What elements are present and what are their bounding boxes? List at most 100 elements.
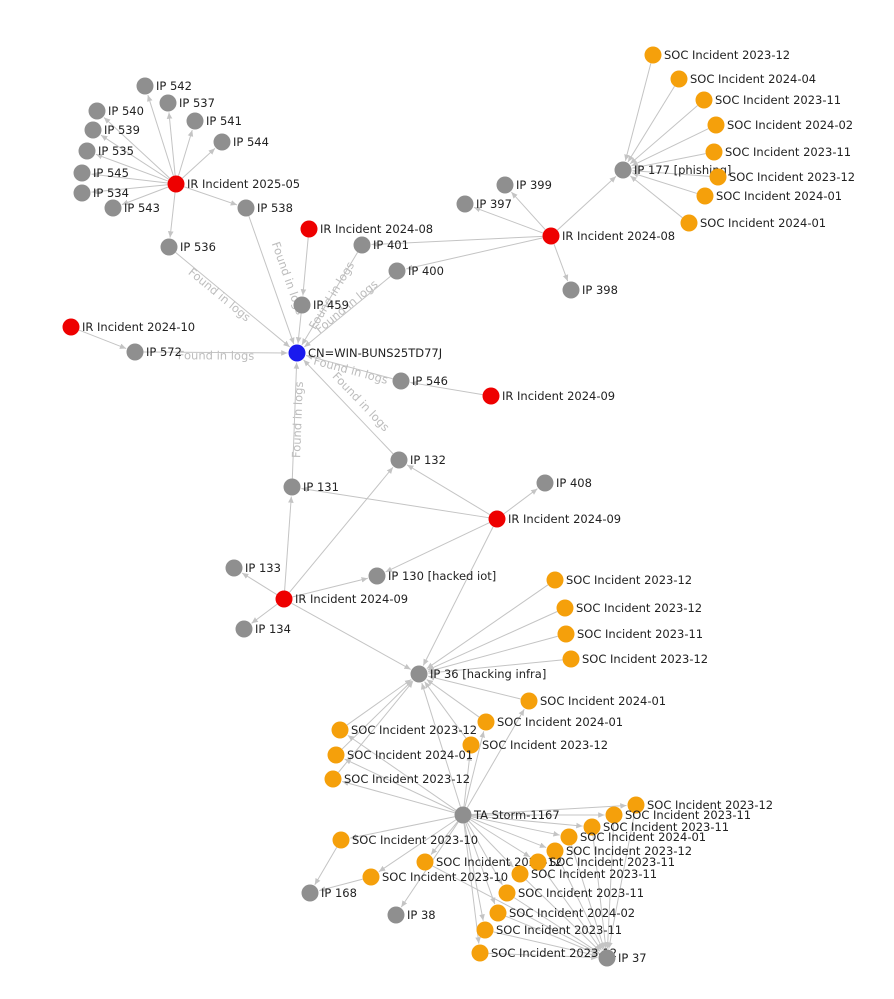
node-ip177[interactable]: IP 177 [phishing] [614, 161, 732, 179]
node-ir2024_08b[interactable]: IR Incident 2024-08 [542, 227, 676, 245]
soc-node-circle[interactable] [416, 853, 434, 871]
node-t1[interactable]: SOC Incident 2023-12 [546, 571, 693, 589]
node-v11[interactable]: SOC Incident 2023-12 [471, 944, 618, 962]
node-ip38[interactable]: IP 38 [387, 906, 436, 924]
soc-node-circle[interactable] [327, 746, 345, 764]
soc-node-circle[interactable] [498, 884, 516, 902]
node-ip134[interactable]: IP 134 [235, 620, 291, 638]
node-v6[interactable]: SOC Incident 2023-11 [529, 853, 676, 871]
node-ip401[interactable]: IP 401 [353, 236, 409, 254]
ip-node-circle[interactable] [283, 478, 301, 496]
node-ip400[interactable]: IP 400 [388, 262, 444, 280]
node-ip168[interactable]: IP 168 [301, 884, 357, 902]
node-ip459[interactable]: IP 459 [293, 296, 349, 314]
ip-node-circle[interactable] [353, 236, 371, 254]
node-ip536[interactable]: IP 536 [160, 238, 216, 256]
node-u2[interactable]: SOC Incident 2023-10 [362, 868, 509, 886]
node-storm[interactable]: TA Storm-1167 [454, 806, 560, 824]
soc-node-circle[interactable] [546, 842, 564, 860]
soc-node-circle[interactable] [627, 796, 645, 814]
ip-node-circle[interactable] [160, 238, 178, 256]
node-ip36[interactable]: IP 36 [hacking infra] [410, 665, 547, 683]
node-ir2024_09a[interactable]: IR Incident 2024-09 [482, 387, 616, 405]
soc-node-circle[interactable] [477, 713, 495, 731]
soc-node-circle[interactable] [709, 168, 727, 186]
node-ip132[interactable]: IP 132 [390, 451, 446, 469]
node-ir2024_10[interactable]: IR Incident 2024-10 [62, 318, 196, 336]
ir-node-circle[interactable] [542, 227, 560, 245]
ip-node-circle[interactable] [213, 133, 231, 151]
ip-node-circle[interactable] [388, 262, 406, 280]
node-v4[interactable]: SOC Incident 2024-01 [560, 828, 707, 846]
ip-node-circle[interactable] [159, 94, 177, 112]
ip-node-circle[interactable] [496, 176, 514, 194]
node-v10[interactable]: SOC Incident 2023-11 [476, 921, 623, 939]
node-host[interactable]: CN=WIN-BUNS25TD77J [288, 344, 443, 362]
ir-node-circle[interactable] [300, 220, 318, 238]
soc-node-circle[interactable] [471, 944, 489, 962]
node-ir2024_08a[interactable]: IR Incident 2024-08 [300, 220, 434, 238]
node-ip539[interactable]: IP 539 [84, 121, 140, 139]
soc-node-circle[interactable] [462, 736, 480, 754]
node-s8[interactable]: SOC Incident 2024-01 [680, 214, 827, 232]
ip-node-circle[interactable] [368, 567, 386, 585]
ip-node-circle[interactable] [104, 199, 122, 217]
ip-node-circle[interactable] [454, 806, 472, 824]
node-ip544[interactable]: IP 544 [213, 133, 269, 151]
soc-node-circle[interactable] [644, 46, 662, 64]
node-ip534[interactable]: IP 534 [73, 184, 129, 202]
ip-node-circle[interactable] [84, 121, 102, 139]
node-t5[interactable]: SOC Incident 2024-01 [520, 692, 667, 710]
ip-node-circle[interactable] [186, 112, 204, 130]
soc-node-circle[interactable] [362, 868, 380, 886]
ir-node-circle[interactable] [275, 590, 293, 608]
soc-node-circle[interactable] [562, 650, 580, 668]
soc-node-circle[interactable] [556, 599, 574, 617]
node-ip541[interactable]: IP 541 [186, 112, 242, 130]
node-ip399[interactable]: IP 399 [496, 176, 552, 194]
soc-node-circle[interactable] [332, 831, 350, 849]
node-t8[interactable]: SOC Incident 2023-12 [462, 736, 609, 754]
node-s7[interactable]: SOC Incident 2024-01 [696, 187, 843, 205]
node-t4[interactable]: SOC Incident 2023-12 [562, 650, 709, 668]
ip-node-circle[interactable] [126, 343, 144, 361]
ir-node-circle[interactable] [167, 175, 185, 193]
node-ip572[interactable]: IP 572 [126, 343, 182, 361]
ip-node-circle[interactable] [136, 77, 154, 95]
node-ir2024_09c[interactable]: IR Incident 2024-09 [275, 590, 409, 608]
node-t6[interactable]: SOC Incident 2024-01 [477, 713, 624, 731]
node-v2[interactable]: SOC Incident 2023-11 [605, 806, 752, 824]
node-ip408[interactable]: IP 408 [536, 474, 592, 492]
soc-node-circle[interactable] [529, 853, 547, 871]
node-ip397[interactable]: IP 397 [456, 195, 512, 213]
soc-node-circle[interactable] [511, 865, 529, 883]
soc-node-circle[interactable] [670, 70, 688, 88]
ip-node-circle[interactable] [301, 884, 319, 902]
node-s2[interactable]: SOC Incident 2024-04 [670, 70, 817, 88]
ip-node-circle[interactable] [562, 281, 580, 299]
node-ir2025_05[interactable]: IR Incident 2025-05 [167, 175, 301, 193]
node-u1[interactable]: SOC Incident 2023-10 [332, 831, 479, 849]
ip-node-circle[interactable] [598, 949, 616, 967]
node-s1[interactable]: SOC Incident 2023-12 [644, 46, 791, 64]
node-ip131[interactable]: IP 131 [283, 478, 339, 496]
node-t7[interactable]: SOC Incident 2023-12 [331, 721, 478, 739]
soc-node-circle[interactable] [331, 721, 349, 739]
node-t10[interactable]: SOC Incident 2023-12 [324, 770, 471, 788]
node-v9[interactable]: SOC Incident 2024-02 [489, 904, 636, 922]
ip-node-circle[interactable] [237, 199, 255, 217]
soc-node-circle[interactable] [489, 904, 507, 922]
ip-node-circle[interactable] [293, 296, 311, 314]
node-ip542[interactable]: IP 542 [136, 77, 192, 95]
ip-node-circle[interactable] [88, 102, 106, 120]
node-s4[interactable]: SOC Incident 2024-02 [707, 116, 854, 134]
node-ip535[interactable]: IP 535 [78, 142, 134, 160]
ip-node-circle[interactable] [456, 195, 474, 213]
node-ip537[interactable]: IP 537 [159, 94, 215, 112]
node-s5[interactable]: SOC Incident 2023-11 [705, 143, 852, 161]
node-t9[interactable]: SOC Incident 2024-01 [327, 746, 474, 764]
ip-node-circle[interactable] [73, 184, 91, 202]
node-v3[interactable]: SOC Incident 2023-11 [583, 818, 730, 836]
node-ip538[interactable]: IP 538 [237, 199, 293, 217]
ip-node-circle[interactable] [73, 164, 91, 182]
